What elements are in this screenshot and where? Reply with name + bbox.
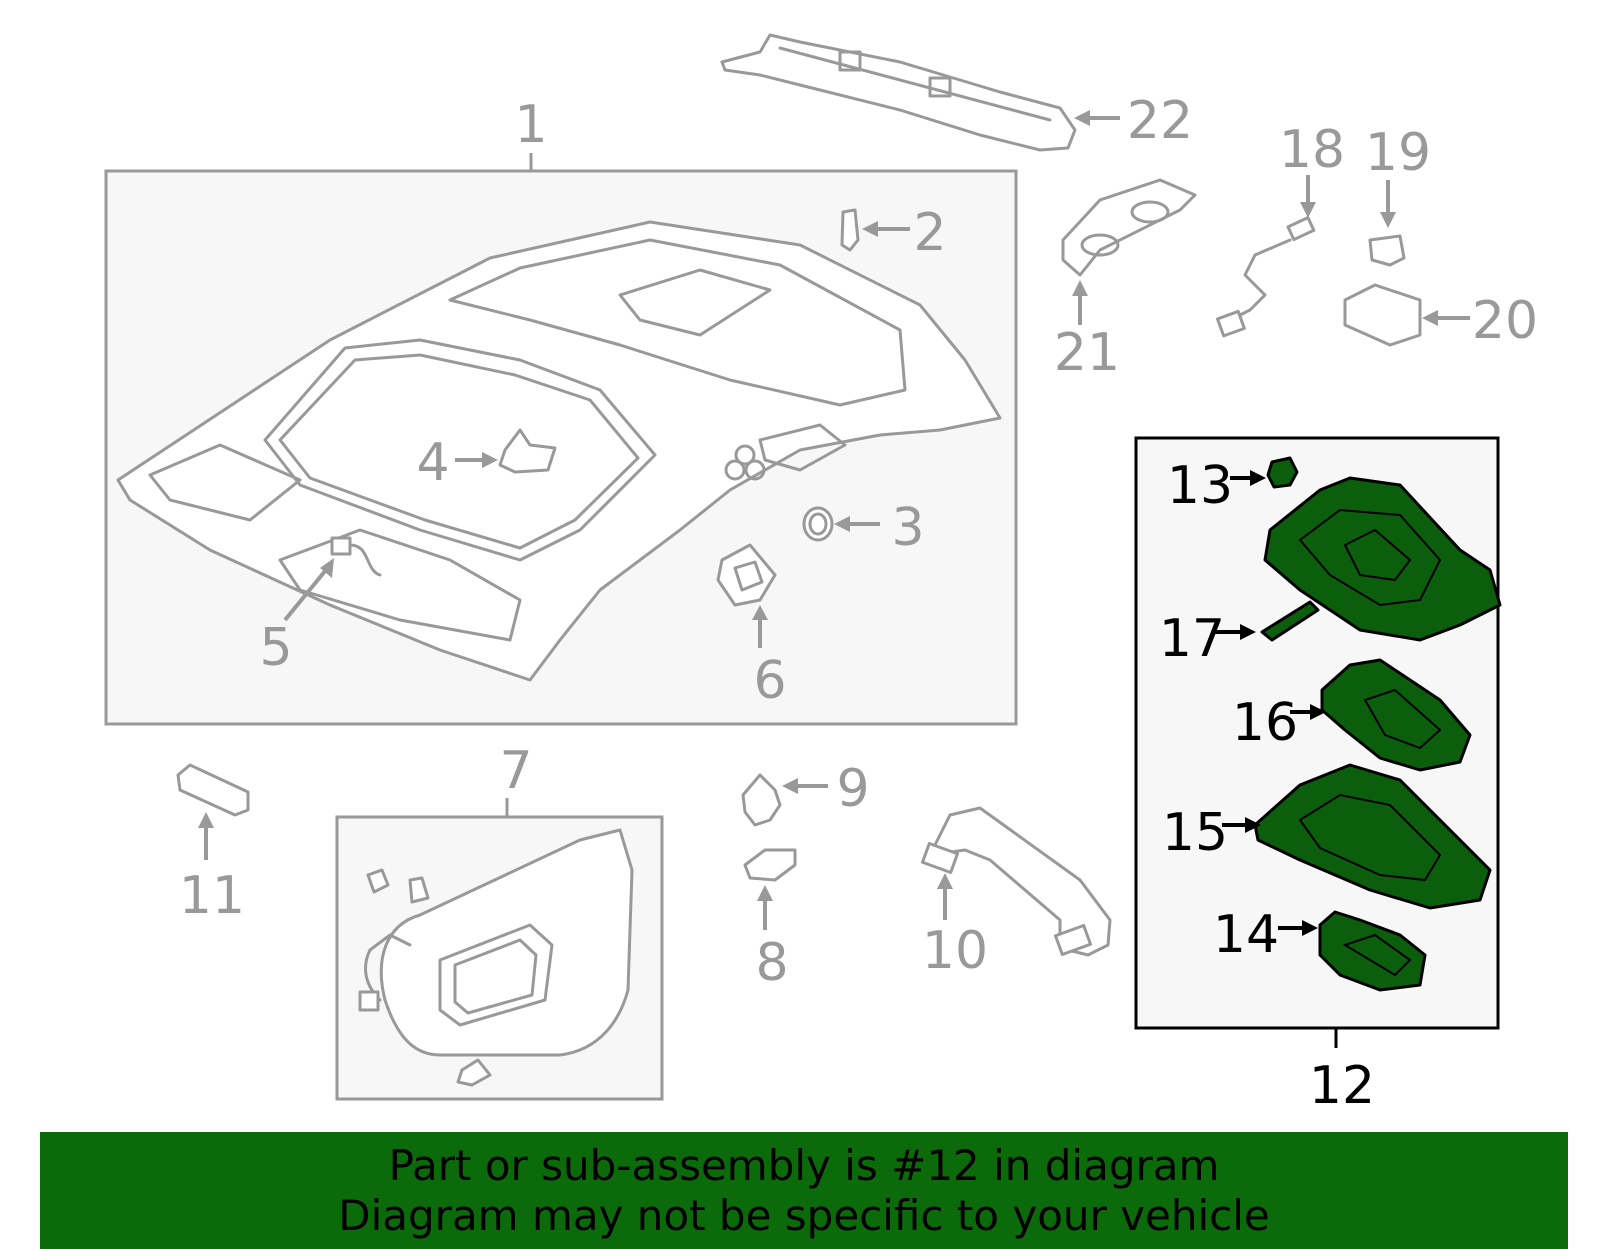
bracket-part-21[interactable] [1061, 178, 1197, 277]
clip-part-2[interactable] [840, 208, 860, 252]
clip-part-11[interactable] [176, 763, 250, 817]
callout-2: 2 [913, 203, 946, 263]
bulb-part-13[interactable] [1266, 456, 1299, 489]
bracket-part-4[interactable] [498, 428, 557, 474]
banner-line-2: Diagram may not be specific to your vehi… [338, 1190, 1270, 1240]
callout-17: 17 [1159, 609, 1225, 669]
parts-diagram: 1 2 3 4 5 6 7 8 9 10 11 12 13 14 15 16 1… [104, 33, 1538, 1116]
callout-15: 15 [1162, 803, 1228, 863]
wire-part-18[interactable] [1216, 216, 1316, 338]
grab-handle-part-10[interactable] [920, 806, 1112, 957]
callout-16: 16 [1232, 693, 1298, 753]
switch-part-14[interactable] [1318, 910, 1427, 992]
bracket-part-6[interactable] [716, 543, 777, 607]
lens-part-17[interactable] [1260, 600, 1320, 642]
callout-22: 22 [1127, 91, 1193, 151]
info-banner: Part or sub-assembly is #12 in diagram D… [40, 1132, 1568, 1249]
grommet-part-3[interactable] [802, 506, 834, 542]
callout-6: 6 [753, 651, 786, 711]
callout-7: 7 [499, 741, 532, 801]
cover-part-8[interactable] [743, 848, 797, 882]
callout-9: 9 [836, 759, 869, 819]
callout-1: 1 [514, 95, 547, 155]
callout-19: 19 [1365, 123, 1431, 183]
callout-3: 3 [891, 498, 924, 558]
callout-4: 4 [416, 433, 449, 493]
headliner-part[interactable] [116, 220, 1002, 682]
clip-part-9[interactable] [741, 773, 782, 827]
callout-20: 20 [1472, 291, 1538, 351]
cover-part-16[interactable] [1320, 658, 1472, 772]
lamp-part-20[interactable] [1343, 283, 1422, 347]
harness-part-5[interactable] [330, 536, 382, 577]
callout-8: 8 [755, 933, 788, 993]
console-housing-part[interactable] [1263, 476, 1502, 642]
callout-5: 5 [259, 618, 292, 678]
callout-14: 14 [1213, 905, 1279, 965]
nut-part-19[interactable] [1368, 234, 1406, 267]
callout-13: 13 [1167, 456, 1233, 516]
callout-21: 21 [1054, 323, 1120, 383]
roof-rail-part[interactable] [720, 33, 1077, 152]
callout-11: 11 [179, 866, 245, 926]
sun-visor-part[interactable] [358, 828, 634, 1087]
callout-12: 12 [1309, 1056, 1375, 1116]
banner-line-1: Part or sub-assembly is #12 in diagram [388, 1140, 1220, 1190]
callout-18: 18 [1279, 120, 1345, 180]
frame-part-15[interactable] [1253, 763, 1492, 910]
callout-10: 10 [922, 921, 988, 981]
